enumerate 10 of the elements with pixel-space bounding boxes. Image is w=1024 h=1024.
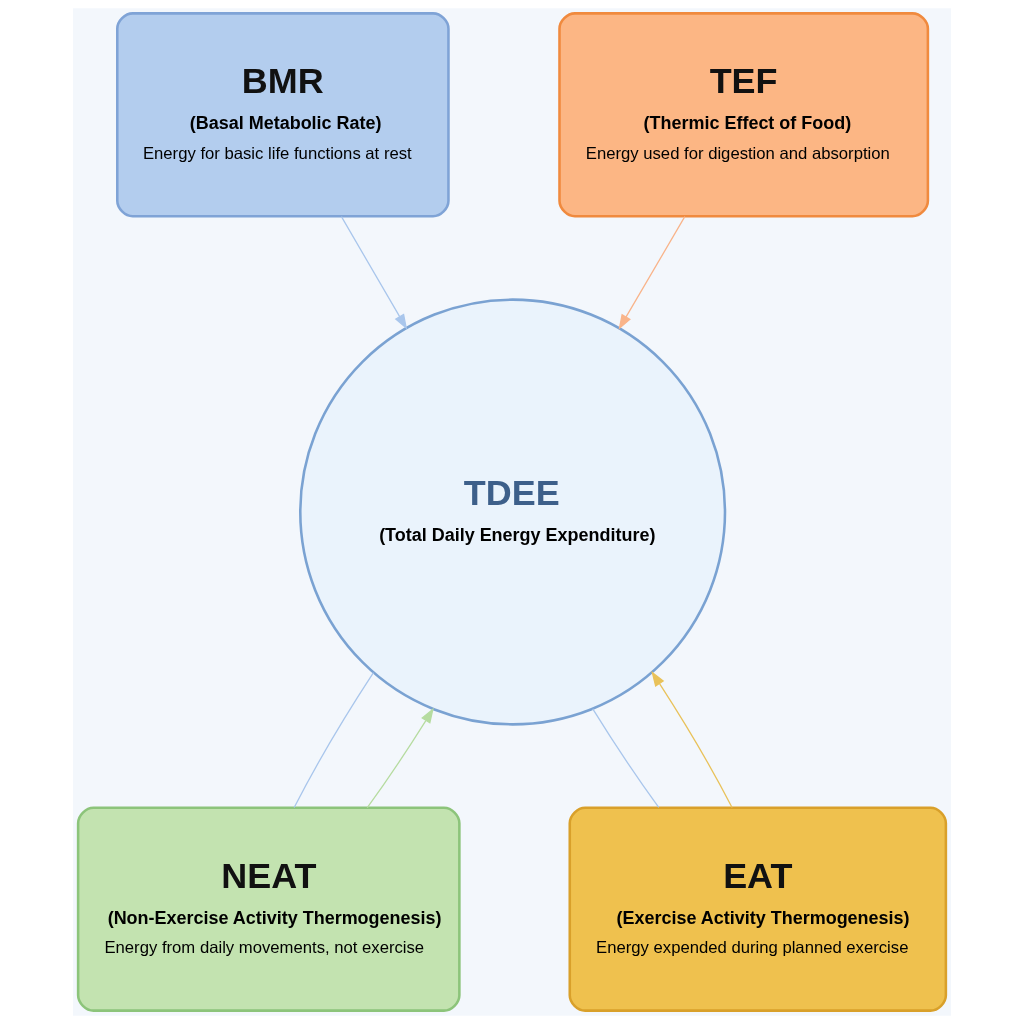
node-box: TEF (Thermic Effect of Food) Energy used for digestion and absorption bbox=[558, 12, 930, 218]
node-box: BMR (Basal Metabolic Rate) Energy for basic life functions at rest bbox=[116, 12, 450, 218]
node-box: NEAT (Non-Exercise Activity Thermogenesis) Energy from daily movements, not exercise bbox=[76, 806, 461, 1012]
arrow bbox=[618, 216, 686, 330]
node-box: EAT (Exercise Activity Thermogenesis) Energy expended during planned exercise bbox=[568, 806, 948, 1012]
arrow bbox=[340, 216, 408, 330]
connector bbox=[592, 708, 660, 808]
connector bbox=[293, 672, 375, 809]
arrow bbox=[651, 671, 733, 809]
arrow bbox=[366, 707, 434, 809]
